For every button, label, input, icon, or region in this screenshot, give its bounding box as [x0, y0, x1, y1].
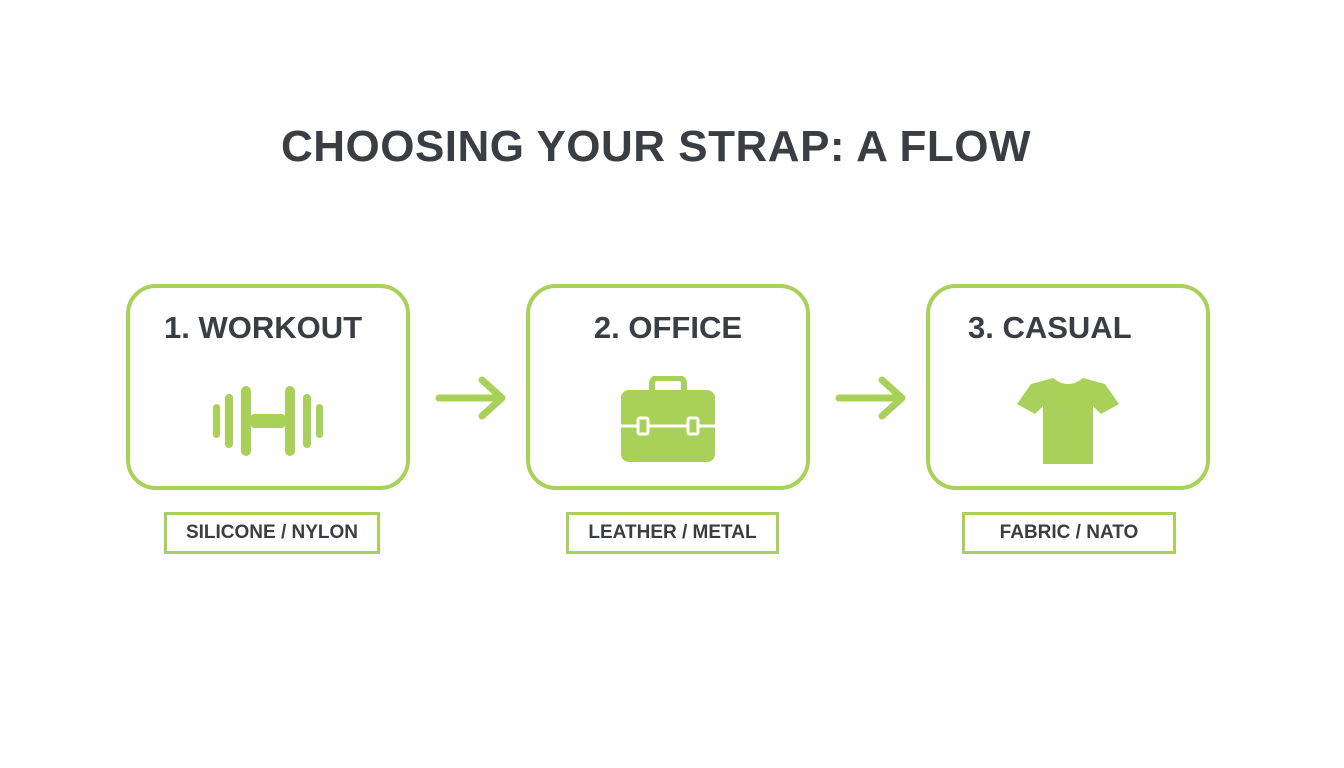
material-tag-workout: SILICONE / NYLON — [164, 512, 380, 554]
arrow-right-icon — [834, 374, 910, 422]
step-card-workout: 1. WORKOUT — [126, 284, 410, 490]
briefcase-icon — [613, 376, 723, 466]
arrow-right-icon — [434, 374, 510, 422]
material-tag-office: LEATHER / METAL — [566, 512, 779, 554]
tshirt-icon — [1013, 376, 1123, 466]
diagram-title: CHOOSING YOUR STRAP: A FLOW — [280, 122, 1032, 171]
material-tag-casual: FABRIC / NATO — [962, 512, 1176, 554]
step-title-office: 2. OFFICE — [593, 310, 743, 345]
step-card-office: 2. OFFICE — [526, 284, 810, 490]
step-card-casual: 3. CASUAL — [926, 284, 1210, 490]
step-title-casual: 3. CASUAL — [968, 310, 1132, 345]
step-title-workout: 1. WORKOUT — [164, 310, 363, 345]
dumbbell-icon — [213, 376, 323, 466]
